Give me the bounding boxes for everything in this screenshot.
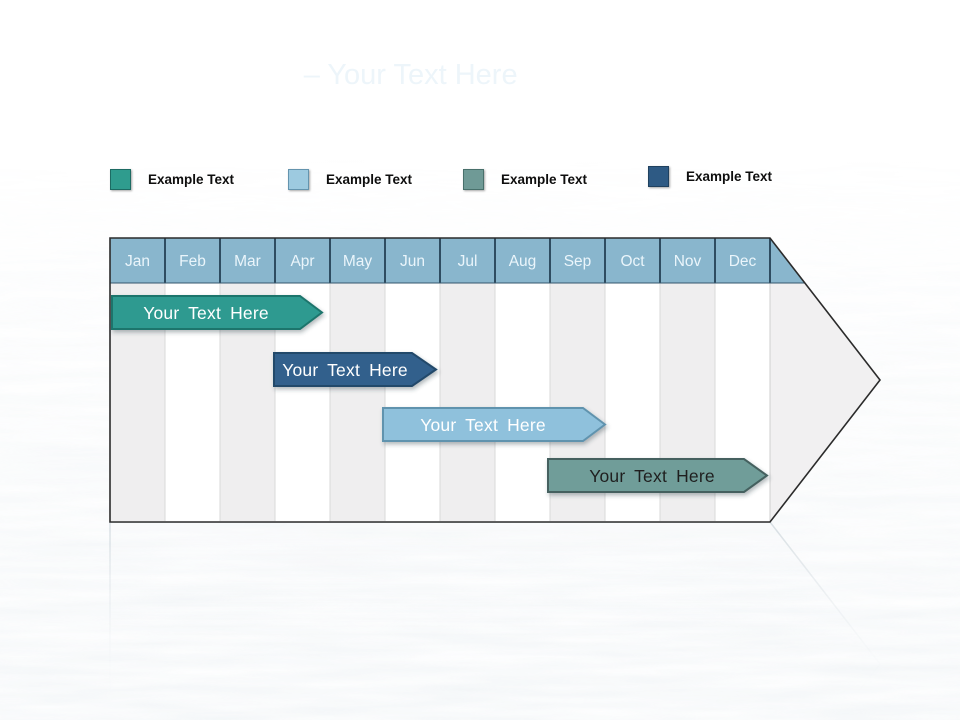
month-label-nov[interactable]: Nov [674, 253, 702, 270]
legend-label: Example Text [148, 172, 235, 187]
task-bar-1-shape[interactable] [111, 295, 324, 330]
legend-label: Example Text [686, 169, 773, 184]
month-label-aug[interactable]: Aug [509, 253, 537, 270]
legend-swatch-teal[interactable] [110, 169, 131, 190]
legend-label: Example Text [326, 172, 413, 187]
month-label-sep[interactable]: Sep [564, 253, 592, 270]
legend-label: Example Text [501, 172, 588, 187]
task-bar-2-shape[interactable] [273, 352, 438, 387]
task-bar-3-label[interactable]: Your Text Here [420, 415, 546, 435]
task-bar-1-label[interactable]: Your Text Here [143, 303, 269, 323]
month-label-jul[interactable]: Jul [458, 253, 478, 270]
title-placeholder-text[interactable]: – Your Text Here [303, 59, 518, 91]
legend-item-1[interactable]: Example Text [110, 169, 234, 190]
month-label-mar[interactable]: Mar [234, 253, 261, 270]
task-bar-3-shape[interactable] [382, 407, 607, 442]
month-header-band [110, 238, 880, 283]
month-label-oct[interactable]: Oct [620, 253, 645, 270]
month-labels: Jan Feb Mar Apr May Jun Jul Aug Sep Oct … [125, 253, 757, 270]
legend-item-2[interactable]: Example Text [288, 169, 412, 190]
task-bar-1[interactable]: Your Text Here [111, 295, 324, 330]
legend-swatch-lightblue[interactable] [288, 169, 309, 190]
month-label-dec[interactable]: Dec [729, 253, 757, 270]
task-bar-4-label[interactable]: Your Text Here [589, 466, 715, 486]
month-label-jun[interactable]: Jun [400, 253, 425, 270]
timeline-reflection [109, 521, 881, 720]
timeline-arrow-outline [109, 237, 882, 523]
task-bar-3[interactable]: Your Text Here [382, 407, 607, 442]
slide-title[interactable]: Project Timeline– Your Text Here [68, 58, 518, 93]
month-label-jan[interactable]: Jan [125, 253, 150, 270]
legend-item-4[interactable]: Example Text [648, 166, 772, 187]
task-bar-4-shape[interactable] [547, 458, 769, 493]
month-separators [164, 238, 771, 283]
task-bar-2[interactable]: Your Text Here [273, 352, 438, 387]
month-label-feb[interactable]: Feb [179, 253, 206, 270]
legend-item-3[interactable]: Example Text [463, 169, 587, 190]
title-main-text[interactable]: Project Timeline [68, 59, 295, 91]
task-bar-4[interactable]: Your Text Here [547, 458, 769, 493]
month-label-may[interactable]: May [343, 253, 373, 270]
legend-swatch-grayteal[interactable] [463, 169, 484, 190]
legend-swatch-darkblue[interactable] [648, 166, 669, 187]
month-label-apr[interactable]: Apr [290, 253, 314, 270]
month-header: Jan Feb Mar Apr May Jun Jul Aug Sep Oct … [110, 238, 880, 284]
task-bar-2-label[interactable]: Your Text Here [282, 360, 408, 380]
